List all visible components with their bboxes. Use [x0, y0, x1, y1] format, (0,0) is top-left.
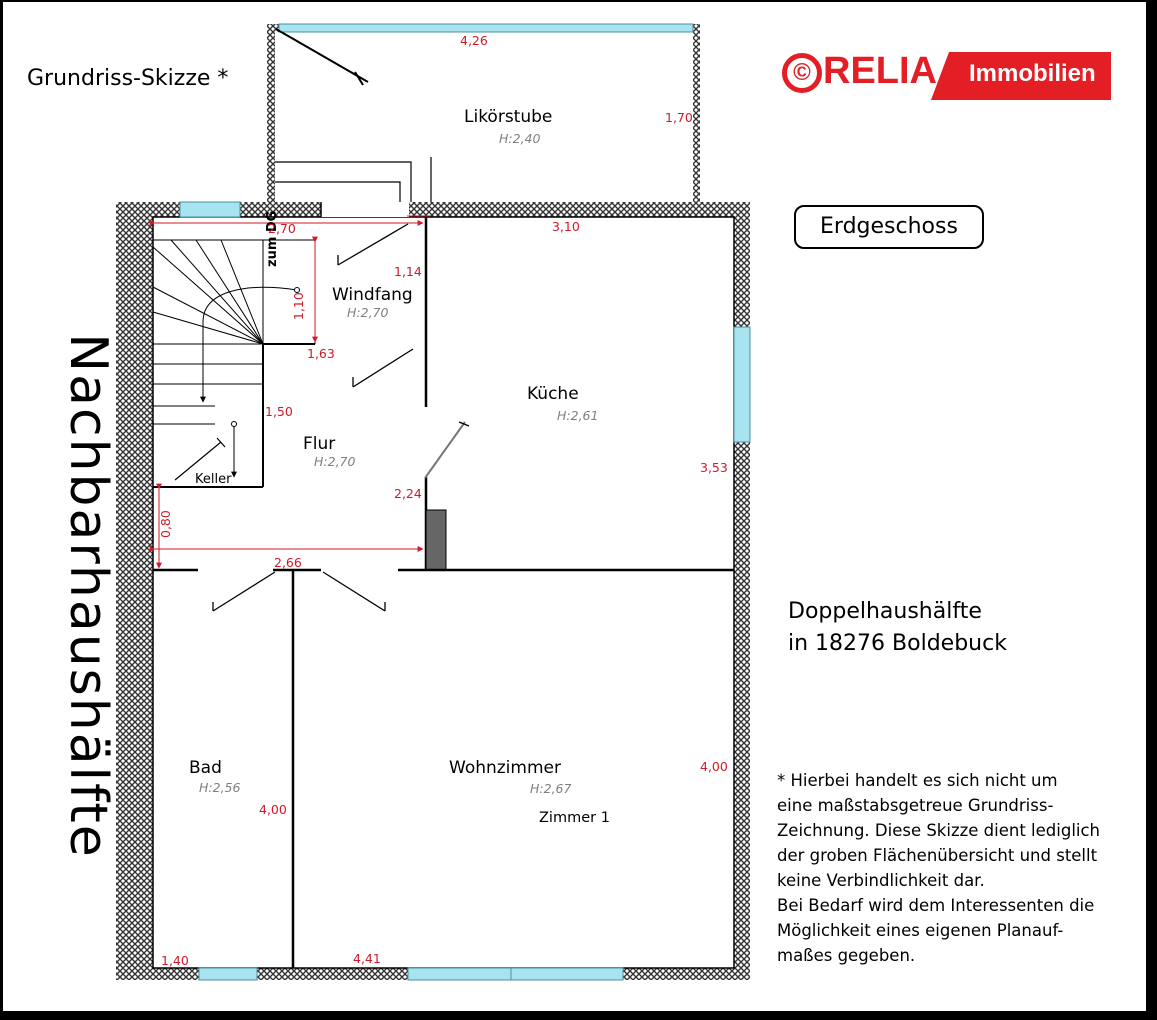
headline-line2: in 18276 Boldebuck: [788, 631, 1007, 656]
logo-brand: RELIA: [823, 50, 937, 92]
window-likoer: [278, 23, 694, 33]
window-flur-north: [179, 201, 241, 218]
floor-badge: Erdgeschoss: [794, 205, 984, 249]
property-headline: Doppelhaushälfte in 18276 Boldebuck: [788, 596, 1007, 660]
height-windfang: H:2,70: [347, 305, 389, 320]
disclaimer-line: keine Verbindlichkeit dar.: [777, 871, 985, 890]
dim-kueche-side: 3,53: [700, 460, 728, 475]
logo-bar: [931, 52, 1111, 100]
dim-wohn-side: 4,00: [700, 759, 728, 774]
east-wall: [734, 202, 750, 980]
dim-windfang-top: 2,70: [268, 221, 296, 236]
relia-logo: © RELIA Immobilien: [779, 48, 1111, 102]
window-wohnzimmer: [407, 967, 624, 981]
dim-flur-side: 1,50: [265, 404, 293, 419]
interior-outline: [152, 216, 735, 969]
window-kueche: [733, 326, 751, 443]
room-keller: Keller: [195, 472, 232, 487]
disclaimer-line: maßes gegeben.: [777, 946, 916, 965]
dim-flur-gap: 0,80: [158, 510, 173, 538]
height-bad: H:2,56: [199, 780, 241, 795]
north-wall: [116, 202, 750, 217]
window-bad: [198, 967, 258, 981]
room-windfang: Windfang: [332, 285, 413, 305]
room-wohnzimmer: Wohnzimmer: [449, 758, 561, 778]
height-wohnzimmer: H:2,67: [530, 781, 572, 796]
disclaimer: * Hierbei handelt es sich nicht um eine …: [777, 768, 1100, 968]
room-bad: Bad: [189, 758, 222, 778]
height-flur: H:2,70: [314, 454, 356, 469]
dim-windfang-side: 1,14: [394, 264, 422, 279]
dim-bad-side: 4,00: [259, 802, 287, 817]
likoer-east-wall: [693, 24, 700, 202]
dim-bad-width: 1,40: [161, 953, 189, 968]
dim-wohn-width: 4,41: [353, 951, 381, 966]
disclaimer-line: Bei Bedarf wird dem Interessenten die: [777, 896, 1095, 915]
disclaimer-line: * Hierbei handelt es sich nicht um: [777, 771, 1058, 790]
drawing-sheet: Grundriss-Skizze * © RELIA Immobilien Er…: [3, 2, 1146, 1011]
floor-plan: [116, 23, 751, 981]
neighbor-text: Nachbarhaushälfte: [58, 333, 118, 859]
logo-sub: Immobilien: [969, 60, 1096, 87]
disclaimer-line: der groben Flächenübersicht und stellt: [777, 846, 1098, 865]
disclaimer-line: Zeichnung. Diese Skizze dient lediglich: [777, 821, 1101, 840]
dim-stair-depth: 1,10: [291, 292, 306, 320]
disclaimer-line: Möglichkeit eines eigenen Planauf-: [777, 921, 1064, 940]
stair-label: zum DG: [265, 210, 280, 267]
room-likoerstube: Likörstube: [464, 107, 553, 127]
disclaimer-line: eine maßstabsgetreue Grundriss-: [777, 796, 1054, 815]
height-kueche: H:2,61: [557, 408, 599, 423]
dim-flur-lower: 2,24: [394, 486, 422, 501]
neighbor-label: Nachbarhaushälfte: [58, 223, 118, 969]
likoer-west-wall: [267, 24, 275, 202]
west-wall: [116, 202, 153, 980]
room-flur: Flur: [303, 434, 336, 454]
room-kueche: Küche: [527, 384, 579, 404]
room-zimmer: Zimmer 1: [539, 810, 610, 826]
copyright-icon: ©: [782, 53, 822, 93]
dim-likoer-depth: 1,70: [665, 110, 693, 125]
dim-kueche-top: 3,10: [552, 219, 580, 234]
chimney: [425, 509, 447, 571]
page-title: Grundriss-Skizze *: [27, 66, 229, 91]
dim-flur-width: 2,66: [274, 555, 302, 570]
headline-line1: Doppelhaushälfte: [788, 599, 982, 624]
height-likoerstube: H:2,40: [499, 131, 541, 146]
dim-stair-width: 1,63: [307, 346, 335, 361]
dim-likoer-width: 4,26: [460, 33, 488, 48]
